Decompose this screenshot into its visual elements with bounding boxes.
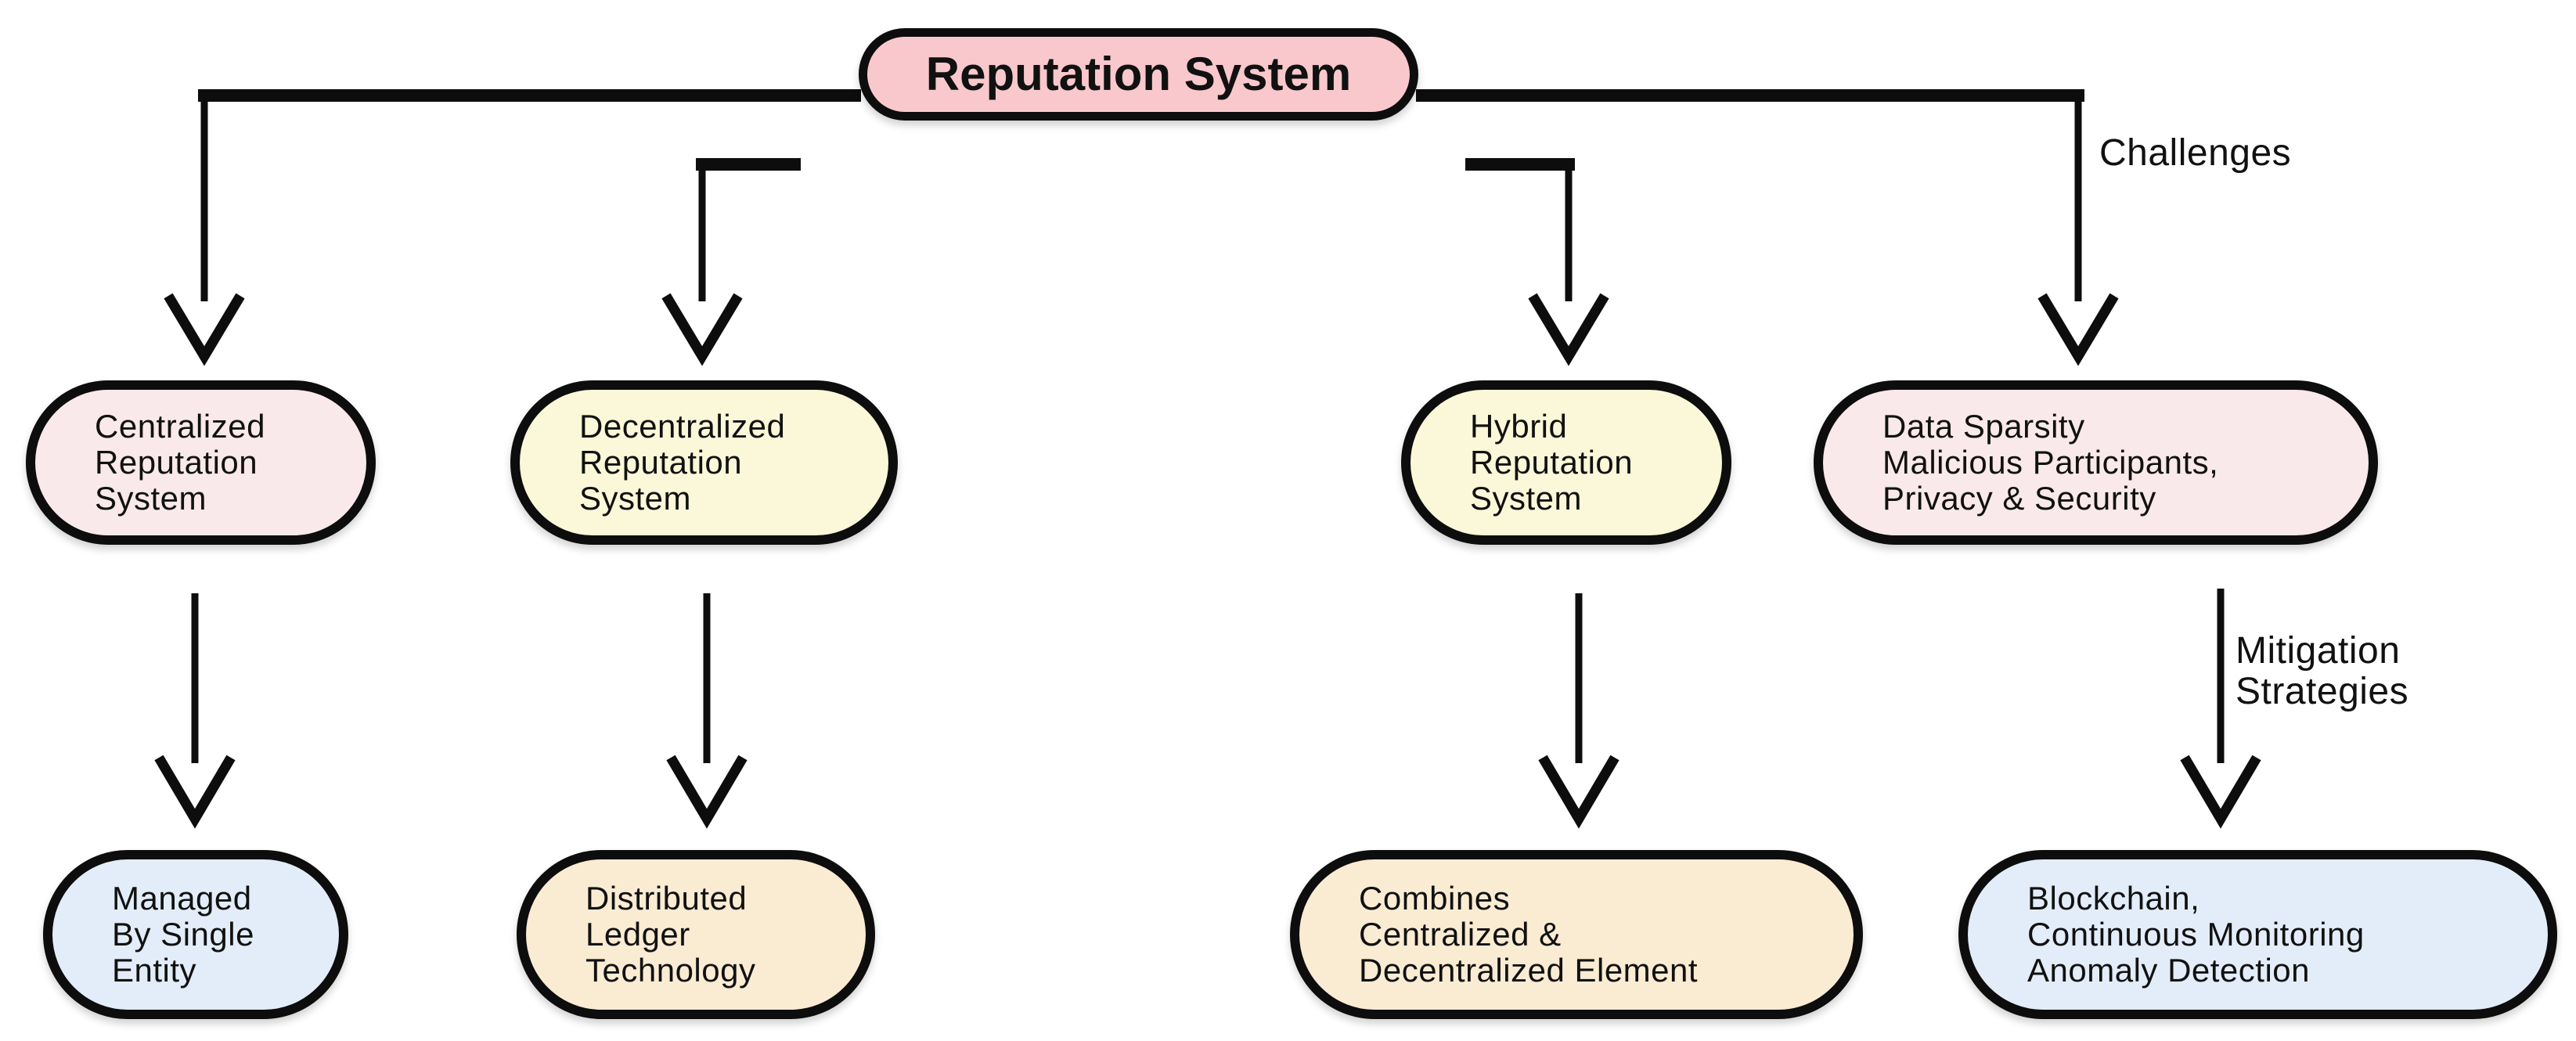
edge-label-mitigation-strategies: Mitigation Strategies xyxy=(2236,630,2409,712)
node-distributed-ledger-technology: Distributed Ledger Technology xyxy=(517,850,875,1019)
node-combines-centralized-decentralized: Combines Centralized & Decentralized Ele… xyxy=(1290,850,1863,1019)
node-blockchain-monitoring-anomaly: Blockchain, Continuous Monitoring Anomal… xyxy=(1958,850,2557,1019)
arrowhead-down-icon xyxy=(2180,755,2261,829)
node-label: Decentralized Reputation System xyxy=(579,407,786,517)
edge-root-challenges xyxy=(1416,89,2119,366)
edge-root-decentralized xyxy=(661,158,801,366)
edge-centralized-managed xyxy=(154,593,236,829)
edge-hybrid-combines xyxy=(1538,593,1619,829)
node-label: Reputation System xyxy=(925,48,1352,100)
arrowhead-down-icon xyxy=(154,755,236,829)
edge-label-challenges: Challenges xyxy=(2099,132,2292,174)
node-decentralized-reputation-system: Decentralized Reputation System xyxy=(510,380,898,545)
edge-root-hybrid xyxy=(1465,158,1609,366)
arrowhead-down-icon xyxy=(2037,293,2119,366)
node-label: Managed By Single Entity xyxy=(112,879,254,989)
node-hybrid-reputation-system: Hybrid Reputation System xyxy=(1401,380,1731,545)
node-label: Hybrid Reputation System xyxy=(1470,407,1634,517)
node-centralized-reputation-system: Centralized Reputation System xyxy=(26,380,376,545)
edge-decentralized-dlt xyxy=(666,593,748,829)
arrowhead-down-icon xyxy=(661,293,743,366)
arrowhead-down-icon xyxy=(1528,293,1609,366)
node-label: Distributed Ledger Technology xyxy=(585,879,756,989)
node-challenges-list: Data Sparsity Malicious Participants, Pr… xyxy=(1814,380,2378,545)
node-managed-by-single-entity: Managed By Single Entity xyxy=(43,850,348,1019)
arrowhead-down-icon xyxy=(666,755,748,829)
node-label: Combines Centralized & Decentralized Ele… xyxy=(1359,879,1699,989)
edge-mitigation xyxy=(2180,589,2261,829)
node-label: Data Sparsity Malicious Participants, Pr… xyxy=(1882,407,2219,517)
arrowhead-down-icon xyxy=(164,293,245,366)
node-label: Blockchain, Continuous Monitoring Anomal… xyxy=(2027,879,2365,989)
node-label: Centralized Reputation System xyxy=(95,407,265,517)
node-reputation-system: Reputation System xyxy=(859,28,1418,121)
edge-root-centralized xyxy=(164,89,861,366)
arrowhead-down-icon xyxy=(1538,755,1619,829)
